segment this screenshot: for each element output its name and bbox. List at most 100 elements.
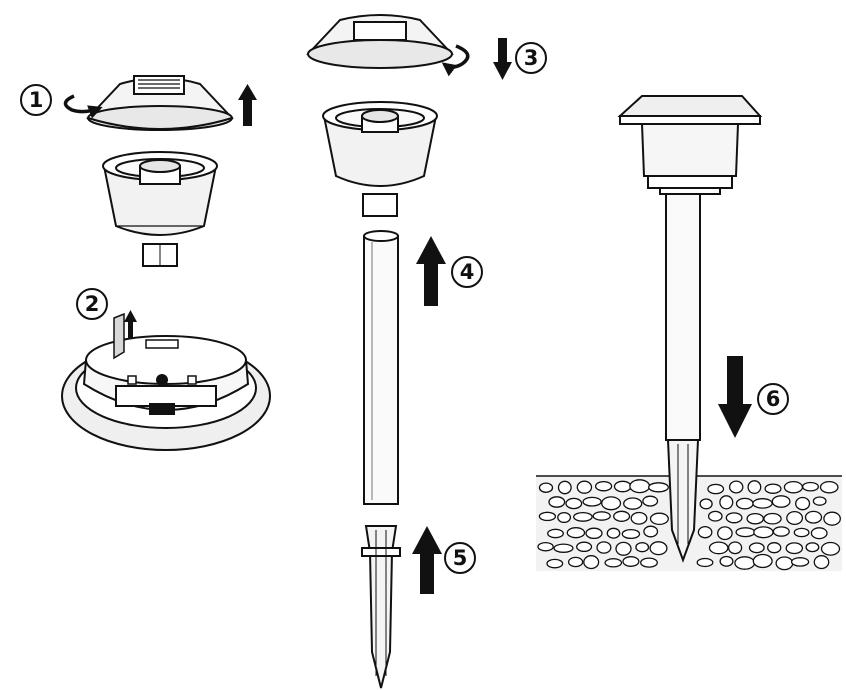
ground-stone xyxy=(566,527,586,539)
ground-stone xyxy=(772,526,790,537)
ground-stone xyxy=(573,511,593,522)
step6-assembled-light xyxy=(617,95,763,563)
ground-stone xyxy=(538,482,554,493)
ground-stone xyxy=(615,541,632,556)
ground-stone xyxy=(812,496,827,506)
ground-stone xyxy=(820,541,841,556)
ground-stone xyxy=(548,496,566,508)
ground-stone xyxy=(606,527,621,539)
ground-stone xyxy=(547,528,564,539)
step2-number: 2 xyxy=(85,292,100,316)
ground-stone xyxy=(708,541,729,555)
ground-stone xyxy=(767,542,782,554)
step1-number: 1 xyxy=(29,88,44,112)
step4-number: 4 xyxy=(460,260,475,284)
ground-stone xyxy=(594,480,613,492)
ground-stone xyxy=(717,526,733,541)
ground-stone xyxy=(592,511,611,521)
ground-stone xyxy=(696,557,714,568)
ground-stone xyxy=(621,528,641,540)
ground-stone xyxy=(719,495,734,510)
ground-stone xyxy=(604,558,623,568)
ground-stone xyxy=(764,483,782,494)
step3-number-circle: 3 xyxy=(515,42,547,74)
step6-down-arrow xyxy=(718,356,752,438)
ground-stone xyxy=(649,541,668,556)
step6-number-circle: 6 xyxy=(757,383,789,415)
step5-number-circle: 5 xyxy=(444,542,476,574)
ground-stone xyxy=(640,557,658,568)
ground-stone xyxy=(735,497,754,510)
ground-stone xyxy=(630,511,648,525)
step3-rotate-arrow xyxy=(441,44,470,77)
ground-stone xyxy=(763,512,782,525)
ground-stone xyxy=(734,556,756,570)
step1-up-arrow xyxy=(238,84,257,126)
step2-battery-tab xyxy=(113,312,125,360)
ground-stone xyxy=(622,556,640,567)
step1-solar-lid xyxy=(86,75,234,131)
step3-lamp-housing xyxy=(322,101,438,217)
ground-stone xyxy=(557,511,572,524)
ground-stone xyxy=(793,527,810,538)
ground-stone xyxy=(576,541,593,553)
ground-stone xyxy=(790,557,810,567)
ground-stone xyxy=(735,527,756,538)
ground-stone xyxy=(748,542,765,554)
ground-stone xyxy=(725,512,743,524)
ground-stone xyxy=(813,555,830,570)
ground-stone xyxy=(728,480,744,494)
ground-stone xyxy=(802,481,819,492)
step6-number: 6 xyxy=(766,387,781,411)
step4-number-circle: 4 xyxy=(451,256,483,288)
step1-lamp-housing xyxy=(102,151,218,267)
step4-tube xyxy=(363,230,399,505)
ground-stone xyxy=(804,510,823,524)
ground-stone xyxy=(810,527,828,540)
ground-stone xyxy=(786,510,804,526)
step2-number-circle: 2 xyxy=(76,288,108,320)
ground-stone xyxy=(805,542,820,553)
step5-number: 5 xyxy=(453,546,468,570)
step1-rotate-arrow xyxy=(63,94,103,119)
ground-stone xyxy=(795,496,811,511)
ground-stone xyxy=(537,541,554,552)
ground-stone xyxy=(583,555,600,570)
ground-stone xyxy=(707,483,725,495)
ground-stone xyxy=(613,510,631,522)
ground-stone xyxy=(699,498,713,510)
ground-stone xyxy=(753,526,774,539)
ground-stone xyxy=(649,512,669,526)
ground-stone xyxy=(585,527,603,540)
step2-battery-base xyxy=(61,335,271,451)
ground-stone xyxy=(567,556,584,568)
ground-stone xyxy=(719,555,734,567)
ground-stone xyxy=(771,495,791,508)
ground-stone xyxy=(697,525,713,539)
ground-stone xyxy=(601,496,622,511)
step5-up-arrow xyxy=(412,526,442,594)
ground-stone xyxy=(747,480,762,495)
ground-stone xyxy=(783,480,804,494)
step3-number: 3 xyxy=(524,46,539,70)
ground-stone xyxy=(785,542,804,555)
ground-stone xyxy=(576,480,593,494)
step3-down-arrow xyxy=(493,38,512,80)
ground-stone xyxy=(746,512,764,525)
ground-stone xyxy=(648,482,669,493)
step5-stake xyxy=(361,525,401,689)
step2-pull-arrow xyxy=(124,310,137,338)
ground-stone xyxy=(823,511,841,526)
ground-stone xyxy=(635,542,650,553)
ground-stone xyxy=(582,496,602,507)
ground-stone xyxy=(546,558,564,569)
ground-stone xyxy=(775,556,794,571)
step4-up-arrow xyxy=(416,236,446,306)
ground-stone xyxy=(629,479,651,494)
ground-stone xyxy=(565,497,583,510)
ground-stone xyxy=(557,480,572,495)
ground-stone xyxy=(707,510,723,522)
step3-solar-lid xyxy=(306,14,454,69)
